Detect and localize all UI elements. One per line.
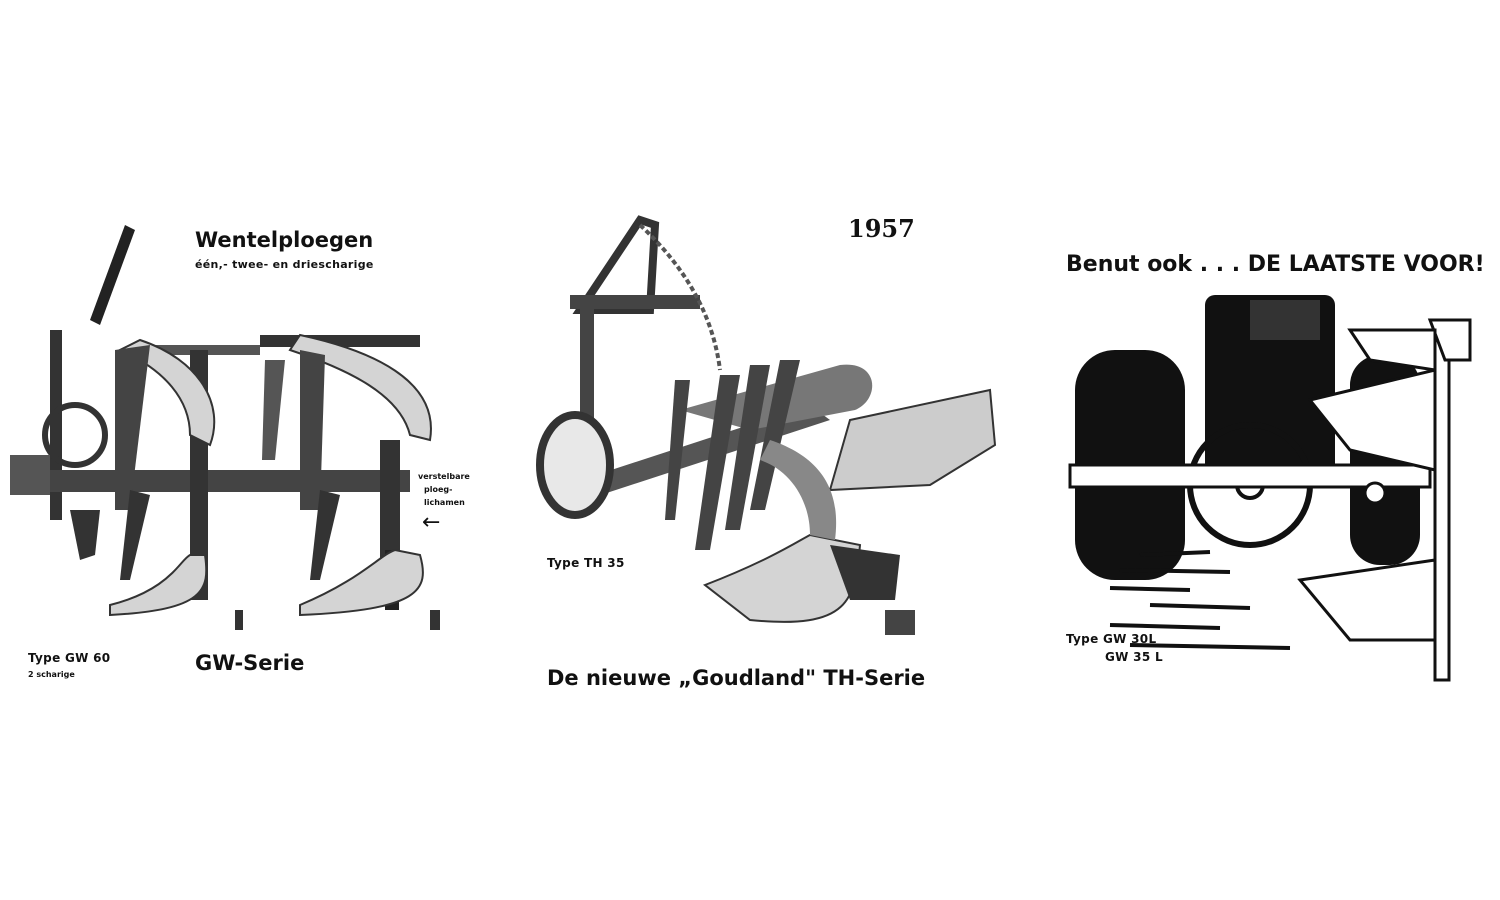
arrow-left-icon: ← — [422, 510, 441, 535]
gw-title: Wentelploegen — [195, 228, 374, 252]
th-series-title: De nieuwe „Goudland" TH-Serie — [547, 666, 926, 690]
gw-subtype-label: 2 scharige — [28, 670, 75, 679]
gw-note-1: verstelbare — [418, 472, 470, 481]
tractor-plough-illustration — [1068, 295, 1472, 682]
panel-th-series: Type TH 35 De nieuwe „Goudland" TH-Serie — [510, 200, 1010, 700]
gw-type-label: Type GW 60 — [28, 651, 111, 665]
year-label: 1957 — [848, 214, 915, 243]
th-type-label: Type TH 35 — [547, 556, 625, 570]
gw-subtitle: één,- twee- en driescharige — [195, 258, 374, 271]
lv-type-label-1: Type GW 30L — [1066, 632, 1157, 646]
gw-note-3: lichamen — [424, 498, 465, 507]
last-furrow-headline: Benut ook . . . DE LAATSTE VOOR! — [1066, 252, 1485, 277]
panel-last-furrow: Benut ook . . . DE LAATSTE VOOR! Type GW… — [1050, 240, 1500, 700]
panel-gw-series: Wentelploegen één,- twee- en driescharig… — [0, 210, 490, 700]
gw-plough-illustration — [10, 225, 440, 630]
gw-series-title: GW-Serie — [195, 651, 305, 675]
th-plough-illustration — [536, 215, 997, 635]
gw-note-2: ploeg- — [424, 485, 453, 494]
lv-type-label-2: GW 35 L — [1105, 650, 1163, 664]
